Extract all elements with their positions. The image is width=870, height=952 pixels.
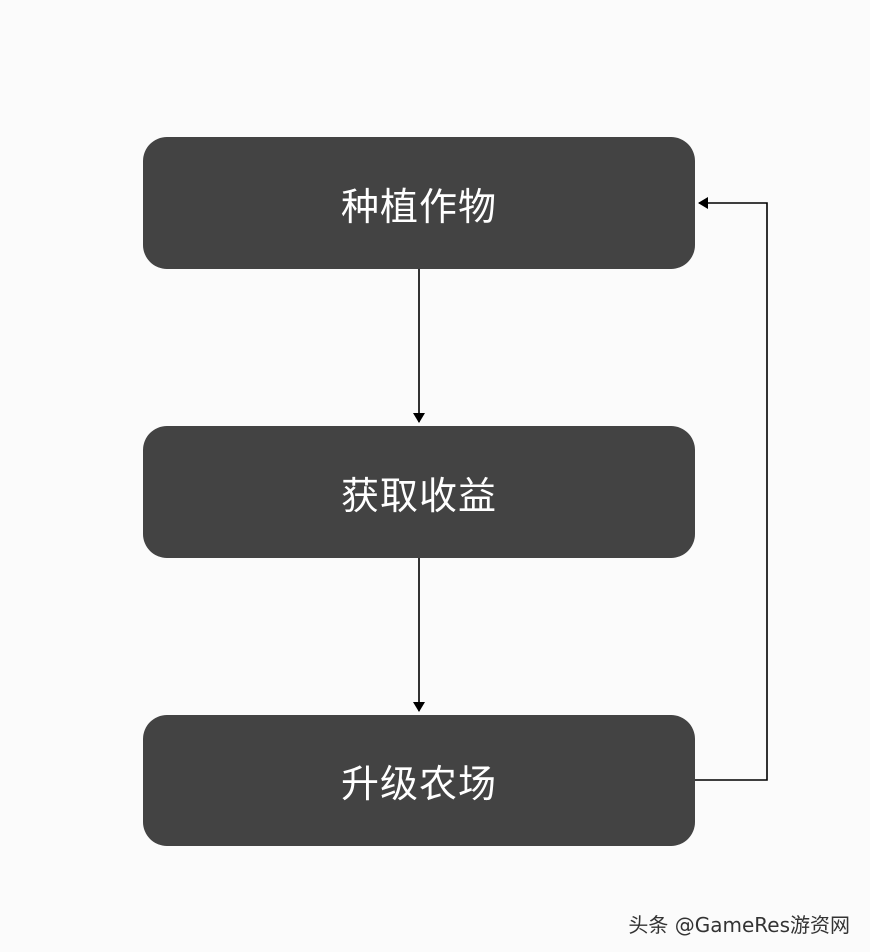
watermark-text: 头条 @GameRes游资网 [628, 913, 850, 937]
watermark: 头条 @GameRes游资网 [628, 909, 850, 938]
connector-upgrade-to-plant [695, 197, 768, 781]
flow-node-label: 获取收益 [340, 473, 497, 518]
flow-node-plant-crops: 种植作物 [143, 137, 695, 269]
flow-node-earn-income: 获取收益 [143, 426, 695, 558]
flow-node-upgrade-farm: 升级农场 [143, 715, 695, 846]
flow-node-label: 升级农场 [340, 762, 497, 806]
flow-node-label: 种植作物 [340, 184, 497, 229]
